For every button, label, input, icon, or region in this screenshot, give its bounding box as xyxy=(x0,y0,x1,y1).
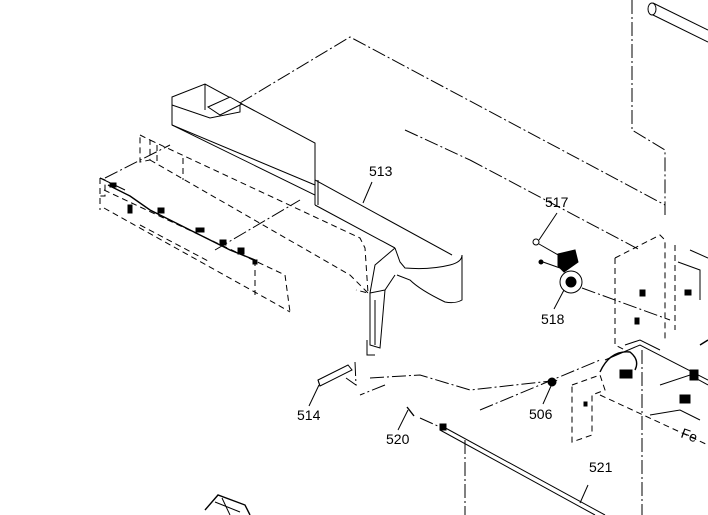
part-506-screw xyxy=(547,377,557,387)
assembly-reference-lines xyxy=(239,0,666,515)
callout-514: 514 xyxy=(297,407,321,423)
part-520-spring xyxy=(406,406,441,428)
callout-506: 506 xyxy=(529,406,553,422)
callout-513: 513 xyxy=(369,163,393,179)
part-513-duct xyxy=(171,83,463,356)
callout-labels: 513 514 517 518 506 520 521 xyxy=(297,163,613,475)
part-521-shaft xyxy=(439,423,606,515)
part-514-bar xyxy=(317,361,357,387)
callout-521: 521 xyxy=(589,459,613,475)
callout-518: 518 xyxy=(541,311,565,327)
circuit-board xyxy=(99,144,301,313)
callout-517: 517 xyxy=(545,194,569,210)
leader-lines xyxy=(308,181,589,504)
right-lower-mechanism: Fe xyxy=(571,339,708,446)
top-roller xyxy=(647,2,708,43)
part-517-518-gear xyxy=(532,238,671,321)
decal-marking: Fe xyxy=(679,425,700,446)
right-side-frame xyxy=(614,234,708,351)
dashed-panel xyxy=(139,134,369,294)
bottom-partial-part xyxy=(204,494,251,515)
callout-520: 520 xyxy=(386,431,410,447)
